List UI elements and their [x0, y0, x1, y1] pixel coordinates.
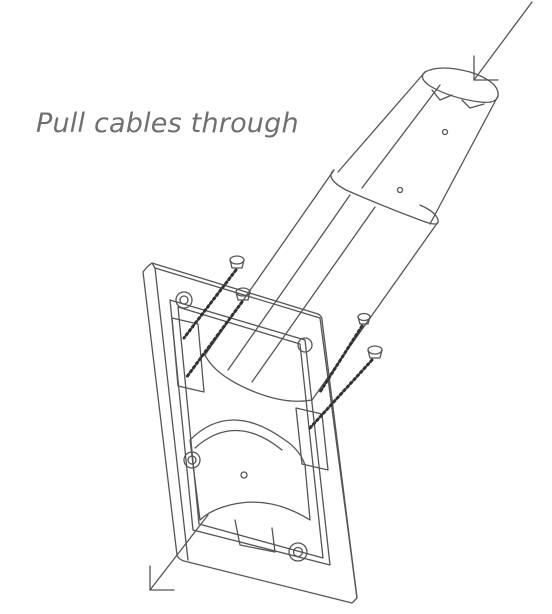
screw: [367, 345, 383, 359]
caption-pull-cables: Pull cables through: [36, 108, 299, 139]
wall-plate: [142, 262, 358, 604]
screw-path: [308, 358, 374, 430]
arrow-down-left-icon: [149, 514, 209, 591]
screw-path: [184, 300, 244, 380]
arrow-down-left-icon: [473, 1, 533, 81]
screw: [357, 312, 371, 325]
upper-tube: [337, 67, 499, 225]
lower-tube: [204, 169, 439, 402]
screw: [235, 287, 251, 301]
screw-path: [318, 324, 364, 394]
screw-path: [182, 268, 238, 340]
screw: [229, 255, 245, 269]
